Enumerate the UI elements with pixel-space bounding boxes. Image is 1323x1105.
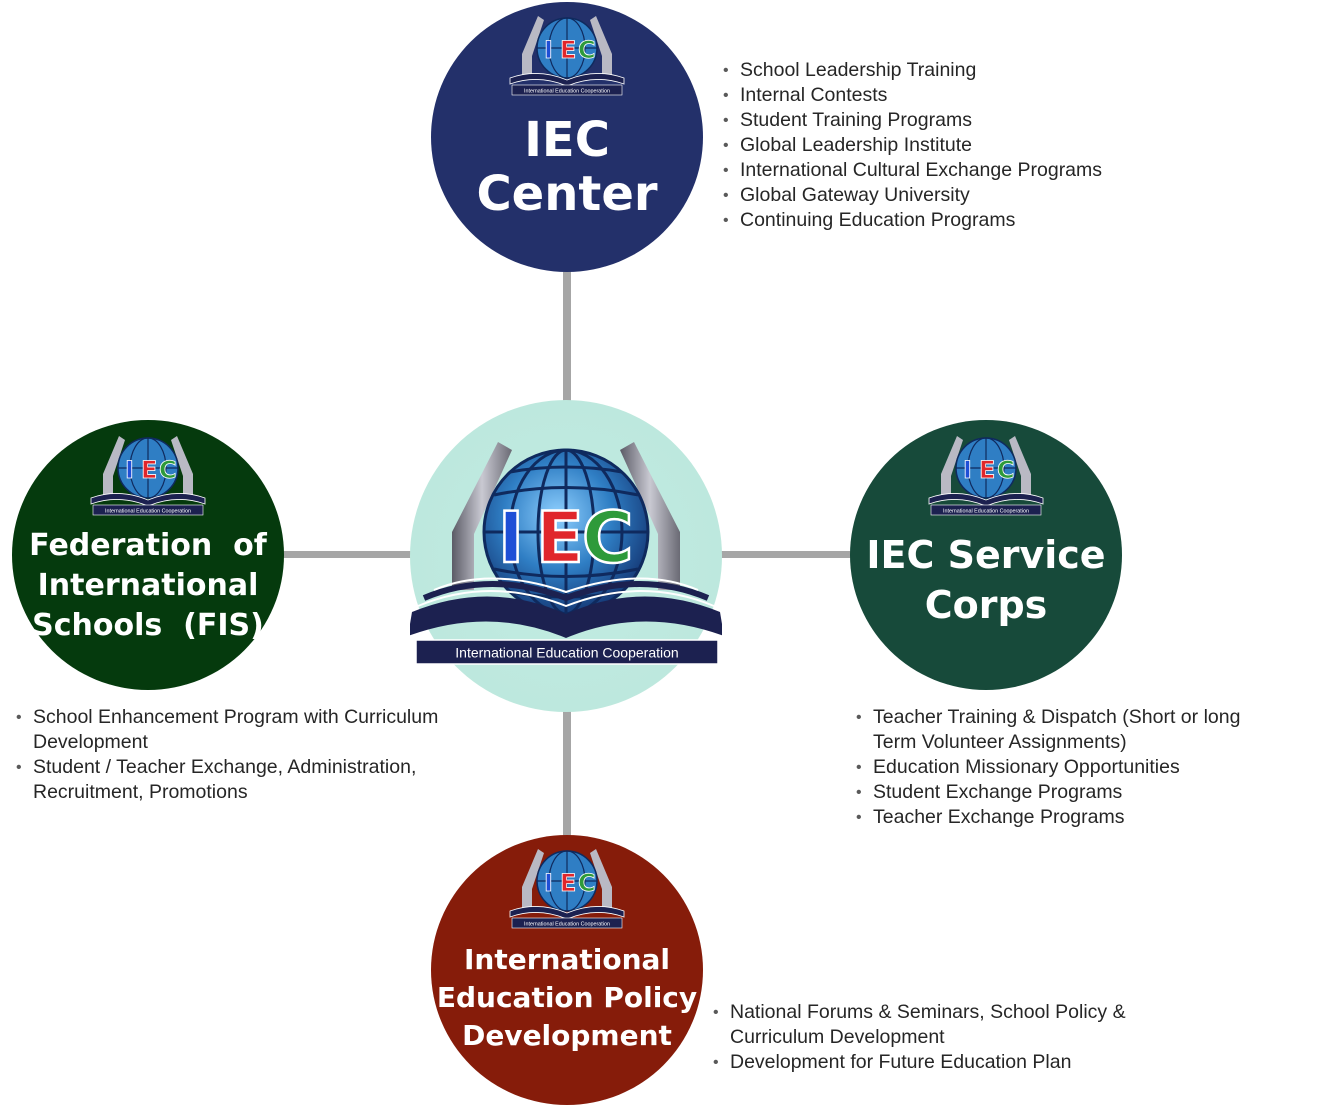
bullet-item: School Leadership Training <box>721 58 1181 83</box>
node-title-line: International <box>37 568 259 603</box>
service-corps-bullets: Teacher Training & Dispatch (Short or lo… <box>854 705 1274 830</box>
iec-center-bullets: School Leadership Training Internal Cont… <box>721 58 1181 233</box>
bullet-item: Teacher Exchange Programs <box>854 805 1274 830</box>
bullet-item: Development for Future Education Plan <box>711 1050 1161 1075</box>
svg-text:C: C <box>578 36 596 64</box>
svg-text:I: I <box>544 36 553 64</box>
bullet-item: Internal Contests <box>721 83 1181 108</box>
bullet-item: Student Exchange Programs <box>854 780 1274 805</box>
svg-text:E: E <box>560 36 576 64</box>
connector-bottom <box>563 710 571 838</box>
svg-text:International Education Cooper: International Education Cooperation <box>524 89 610 95</box>
bullet-item: International Cultural Exchange Programs <box>721 158 1181 183</box>
bullet-item: Global Leadership Institute <box>721 133 1181 158</box>
connector-right <box>720 551 854 558</box>
bullet-item: Student / Teacher Exchange, Administrati… <box>14 755 464 805</box>
svg-text:International Education Cooper: International Education Cooperation <box>943 509 1029 515</box>
logo-arm-right <box>620 442 680 590</box>
node-title-line: IEC Center <box>476 112 658 222</box>
fis-bullets: School Enhancement Program with Curricul… <box>14 705 464 805</box>
node-title-line: Development <box>462 1019 672 1052</box>
svg-text:I: I <box>125 456 134 484</box>
bullet-item: School Enhancement Program with Curricul… <box>14 705 464 755</box>
svg-text:International Education Cooper: International Education Cooperation <box>105 509 191 515</box>
logo-caption: International Education Cooperation <box>455 645 678 661</box>
node-title-line: International <box>463 943 670 976</box>
svg-text:E: E <box>141 456 157 484</box>
node-title: IEC Center <box>431 112 703 222</box>
central-hub: I E C International Education Cooperatio… <box>410 400 722 712</box>
node-title: Federation of International Schools (FIS… <box>29 526 267 646</box>
node-title: International Education Policy Developme… <box>437 941 697 1055</box>
svg-text:E: E <box>560 869 576 897</box>
bullet-item: Global Gateway University <box>721 183 1181 208</box>
logo-arm-left <box>452 442 512 590</box>
svg-text:I: I <box>963 456 972 484</box>
bullet-item: Continuing Education Programs <box>721 208 1181 233</box>
node-title-line: Federation of <box>29 528 267 563</box>
iec-logo-large: I E C International Education Cooperatio… <box>410 442 722 665</box>
node-title-line: Corps <box>924 583 1048 627</box>
logo-letter-e: E <box>536 497 584 579</box>
logo-banner <box>415 639 719 665</box>
connector-top <box>563 268 571 402</box>
logo-letter-i: I <box>498 497 524 579</box>
svg-text:I: I <box>544 869 553 897</box>
node-title: IEC Service Corps <box>866 530 1105 630</box>
bullet-item: Student Training Programs <box>721 108 1181 133</box>
svg-text:International Education Cooper: International Education Cooperation <box>524 922 610 928</box>
node-title-line: Education Policy <box>436 981 698 1014</box>
bullet-item: Teacher Training & Dispatch (Short or lo… <box>854 705 1274 755</box>
bullet-item: National Forums & Seminars, School Polic… <box>711 1000 1161 1050</box>
logo-book <box>410 577 722 638</box>
logo-letter-c: C <box>582 497 633 579</box>
svg-text:C: C <box>159 456 177 484</box>
node-title-line: IEC Service <box>866 533 1106 577</box>
policy-bullets: National Forums & Seminars, School Polic… <box>711 1000 1161 1075</box>
connector-left <box>280 551 412 558</box>
node-title-line: Schools (FIS) <box>32 608 264 643</box>
svg-text:C: C <box>578 869 596 897</box>
svg-text:E: E <box>979 456 995 484</box>
svg-text:C: C <box>997 456 1015 484</box>
bullet-item: Education Missionary Opportunities <box>854 755 1274 780</box>
